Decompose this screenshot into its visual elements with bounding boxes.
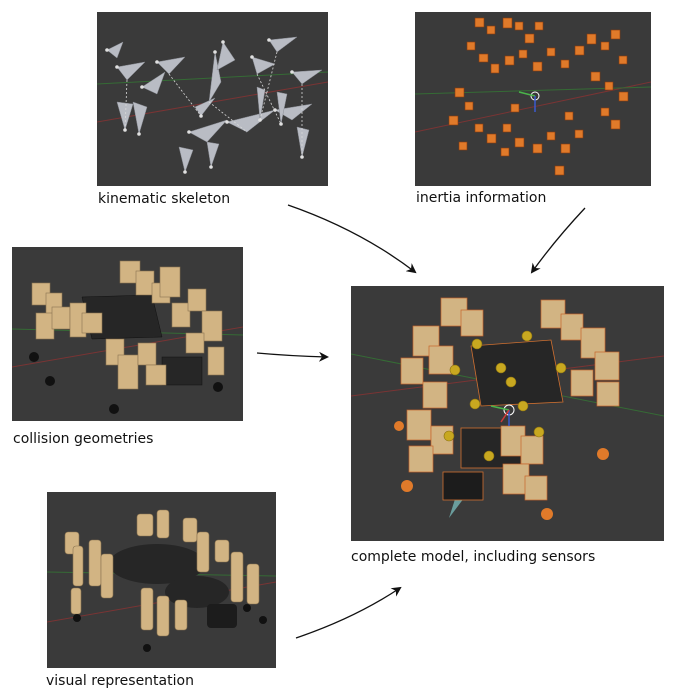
arrow-collision-to-complete [256, 351, 329, 362]
collision-geometries-caption: collision geometries [13, 431, 154, 447]
inertia-information-view [415, 12, 651, 186]
inertia-information-caption: inertia information [416, 190, 547, 206]
complete-model-caption: complete model, including sensors [351, 549, 596, 565]
visual-representation-caption: visual representation [46, 673, 194, 689]
arrow-visual-to-complete [295, 586, 402, 639]
complete-model-view [351, 286, 664, 541]
collision-geometries-render [12, 260, 243, 414]
collision-geometries-view [12, 247, 243, 421]
inertia-information-render [415, 17, 651, 176]
arrow-kinematic-to-complete [287, 204, 417, 274]
kinematic-skeleton-view [97, 12, 328, 186]
visual-representation-render [47, 509, 276, 652]
complete-model-render [351, 297, 664, 520]
kinematic-skeleton-caption: kinematic skeleton [98, 191, 231, 207]
arrow-inertia-to-complete [530, 207, 586, 274]
kinematic-skeleton-render [97, 36, 328, 174]
visual-representation-view [47, 492, 276, 668]
